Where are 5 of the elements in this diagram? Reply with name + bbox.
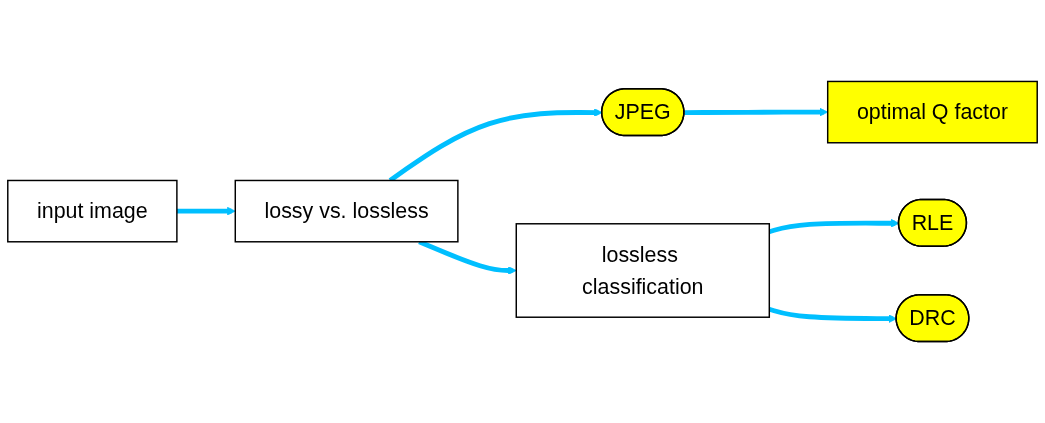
node-box: optimal Q factor	[826, 80, 1038, 144]
node-box: lossless classification	[515, 223, 771, 318]
node-box: lossy vs. lossless	[234, 179, 459, 243]
arrow	[176, 206, 236, 216]
node-box: input image	[7, 179, 178, 243]
